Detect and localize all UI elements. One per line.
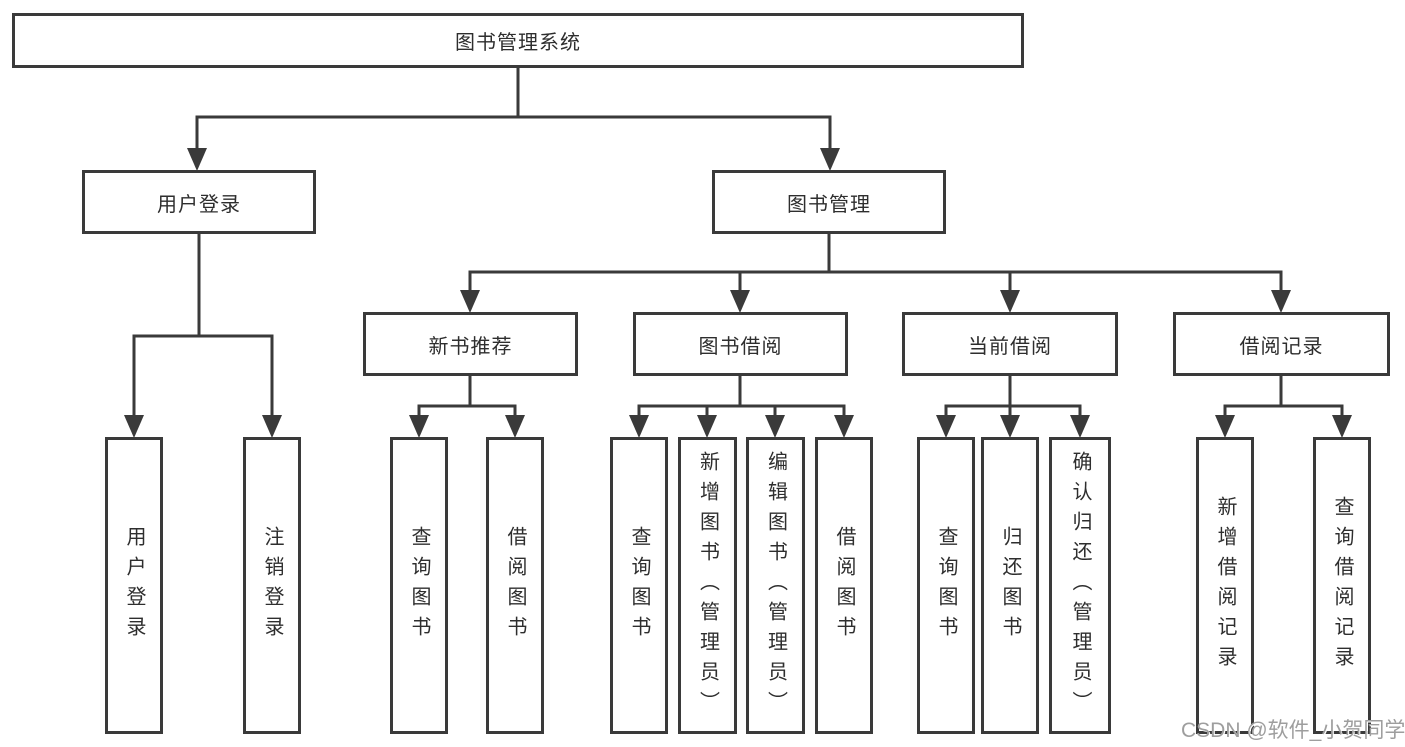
node-root: 图书管理系统: [12, 13, 1024, 68]
leaf-user-login: 用户登录: [105, 437, 163, 734]
csdn-watermark: CSDN @软件_小贺同学: [1181, 719, 1405, 742]
leaf-label: 用户登录: [123, 525, 145, 646]
leaf-borrow-books-recommend: 借阅图书: [486, 437, 544, 734]
node-book-management: 图书管理: [712, 170, 946, 234]
leaf-borrow-books: 借阅图书: [815, 437, 873, 734]
leaf-label: 借阅图书: [504, 525, 526, 646]
leaf-edit-books-admin: 编辑图书（管理员）: [746, 437, 805, 734]
leaf-query-books-borrowing: 查询图书: [610, 437, 668, 734]
leaf-label: 注销登录: [261, 525, 283, 646]
leaf-label: 查询借阅记录: [1331, 495, 1353, 676]
node-label: 图书借阅: [698, 335, 783, 358]
leaf-add-borrow-record: 新增借阅记录: [1196, 437, 1254, 734]
node-current-borrowing: 当前借阅: [902, 312, 1118, 376]
leaf-label: 借阅图书: [833, 525, 855, 646]
node-label: 当前借阅: [968, 335, 1052, 358]
node-new-book-recommend: 新书推荐: [363, 312, 578, 376]
node-label: 图书管理: [787, 193, 871, 216]
leaf-return-books: 归还图书: [981, 437, 1039, 734]
leaf-label: 归还图书: [999, 525, 1021, 646]
leaf-query-borrow-record: 查询借阅记录: [1313, 437, 1371, 734]
leaf-label: 查询图书: [935, 525, 957, 646]
node-borrowing-records: 借阅记录: [1173, 312, 1390, 376]
node-label: 新书推荐: [428, 335, 513, 358]
node-book-borrowing: 图书借阅: [633, 312, 848, 376]
leaf-label: 查询图书: [628, 525, 650, 646]
leaf-label: 新增借阅记录: [1214, 495, 1236, 676]
node-label: 用户登录: [157, 193, 241, 216]
leaf-label: 确认归还（管理员）: [1069, 450, 1091, 721]
node-label: 图书管理系统: [455, 32, 581, 54]
leaf-query-books-current: 查询图书: [917, 437, 975, 734]
leaf-logout: 注销登录: [243, 437, 301, 734]
node-user-login: 用户登录: [82, 170, 316, 234]
leaf-add-books-admin: 新增图书（管理员）: [678, 437, 737, 734]
leaf-confirm-return-admin: 确认归还（管理员）: [1049, 437, 1111, 734]
node-label: 借阅记录: [1239, 335, 1324, 358]
leaf-query-books-recommend: 查询图书: [390, 437, 448, 734]
leaf-label: 编辑图书（管理员）: [764, 450, 787, 721]
leaf-label: 新增图书（管理员）: [696, 450, 719, 721]
leaf-label: 查询图书: [408, 525, 430, 646]
